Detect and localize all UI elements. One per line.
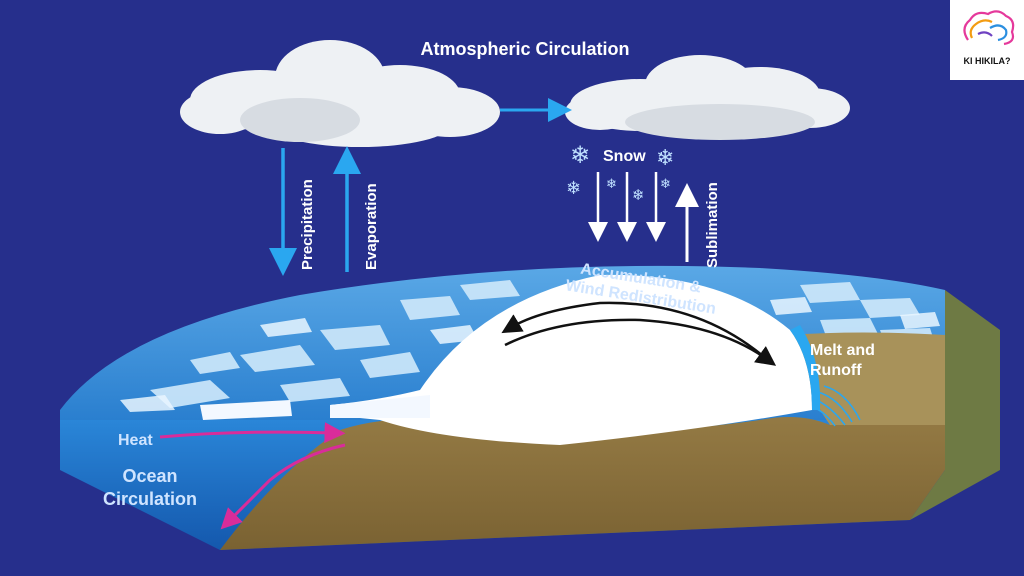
snowflake-icon: ❄ <box>656 146 674 171</box>
ice-shelf-floating <box>200 400 292 420</box>
ocean-circulation-label-line2: Circulation <box>103 489 197 509</box>
land-top-right <box>790 332 945 425</box>
bedrock-cross-section <box>220 416 945 550</box>
cloud-right <box>565 55 850 140</box>
brain-icon <box>963 10 1015 46</box>
snowflake-icon: ❄ <box>606 177 617 192</box>
diagram-title: Atmospheric Circulation <box>420 39 629 59</box>
precipitation-label: Precipitation <box>299 179 316 270</box>
cloud-left <box>180 40 500 147</box>
ocean-circulation-label-line1: Ocean <box>122 466 177 486</box>
heat-label: Heat <box>118 432 153 449</box>
brand-logo: KI HIKILA? <box>950 0 1024 80</box>
ice-shelf <box>330 395 430 418</box>
sublimation-label: Sublimation <box>704 182 721 268</box>
heat-arrow <box>159 422 346 444</box>
snowflake-icons: ❄ ❄ ❄ ❄ ❄ ❄ <box>566 141 674 204</box>
sea-ice-floes <box>150 280 935 408</box>
ocean-circulation-arrow <box>220 443 346 530</box>
wind-arrow-right <box>504 318 777 366</box>
snowflake-icon: ❄ <box>566 178 581 199</box>
snowflake-icon: ❄ <box>660 177 671 192</box>
logo-text: KI HIKILA? <box>964 56 1011 66</box>
sea-ice-floes-light <box>120 297 940 412</box>
snowflake-icon: ❄ <box>632 186 645 204</box>
evaporation-label: Evaporation <box>363 183 380 270</box>
melt-label-line2: Runoff <box>810 362 862 379</box>
ice-sheet-edge <box>790 325 821 410</box>
wind-arrow-left <box>501 301 771 363</box>
melt-label-line1: Melt and <box>810 342 875 359</box>
land-side-face <box>910 290 1000 520</box>
snowflake-icon: ❄ <box>570 141 590 169</box>
ice-sheet <box>330 274 812 445</box>
snow-label: Snow <box>603 148 646 165</box>
